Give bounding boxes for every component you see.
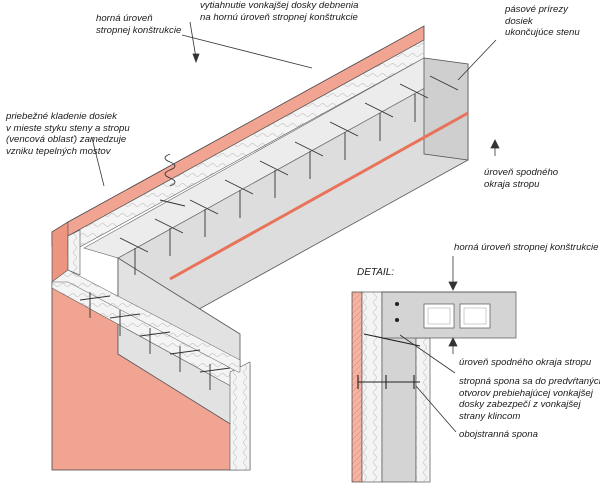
- detail-slab-hollow-1: [423, 303, 455, 329]
- end-cap-plate: [423, 57, 469, 161]
- insulation-left-end: [229, 361, 251, 471]
- detail-title: DETAIL:: [357, 267, 395, 278]
- leader-lines: [91, 21, 500, 187]
- label-continuous-laying: priebežné kladenie dosiek v mieste styku…: [6, 111, 130, 157]
- rebar-group-front: [79, 292, 231, 390]
- detail-label-top-level: horná úroveň stropnej konštrukcie: [454, 242, 599, 253]
- detail-section: [351, 256, 517, 483]
- detail-label-bottom-level: úroveň spodného okraja stropu: [459, 357, 592, 368]
- top-insulation-left-wing: [51, 269, 241, 373]
- detail-slab-hollow-2: [459, 303, 491, 329]
- label-top-level: horná úroveň stropnej konštrukcie: [96, 13, 182, 36]
- detail-inner-board: [415, 337, 431, 483]
- insulation-corner: [67, 229, 81, 276]
- detail-insulation-layer: [361, 291, 383, 483]
- tie-spring: [159, 153, 186, 207]
- detail-label-double-tie: obojstranná spona: [459, 429, 538, 440]
- label-strip-cuts: pásové prírezy dosiek ukončujúce stenu: [505, 4, 580, 38]
- label-outer-board-extension: vytiahnutie vonkajšej dosky debnenia na …: [200, 0, 359, 23]
- detail-label-ceiling-tie: stropná spona sa do predvŕtaných otvorov…: [459, 376, 600, 422]
- ceiling-bottom-red-line: [169, 111, 469, 281]
- detail-leader-lines: [399, 256, 458, 433]
- detail-brick-layer: [351, 291, 363, 483]
- detail-ties: [357, 333, 421, 389]
- label-ceiling-bottom-level: úroveň spodného okraja stropu: [484, 167, 559, 190]
- rebar-group-back: [119, 75, 459, 275]
